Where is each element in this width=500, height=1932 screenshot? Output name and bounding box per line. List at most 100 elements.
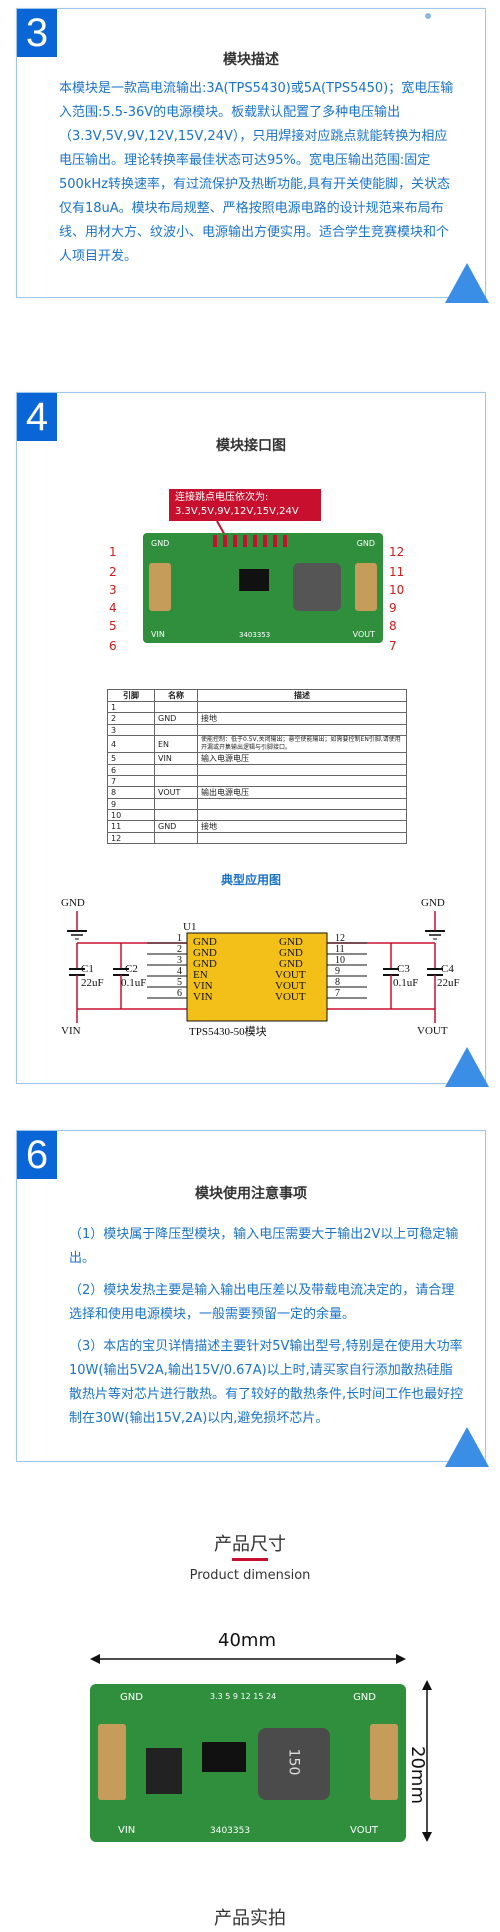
chip-pin-right: GND [279, 947, 303, 959]
table-header: 名称 [154, 689, 198, 702]
pin-number: 2 [109, 565, 117, 579]
pin-number: 9 [389, 601, 397, 615]
table-row: 6 [107, 764, 407, 776]
cell: 使能控制：低于0.5V,关闭输出；悬空使能输出；如需要控制EN引脚,请使用开漏或… [197, 735, 407, 753]
pcb-gnd-right: GND [356, 539, 375, 548]
pcb-gnd-left: GND [120, 1692, 143, 1703]
corner-triangle-icon [445, 263, 489, 303]
chip-pin-left: EN [193, 969, 208, 981]
pcb-vout: VOUT [352, 630, 375, 639]
cell: 2 [107, 712, 155, 725]
decor-dot [425, 13, 431, 19]
cell: 3 [107, 724, 155, 736]
pcb-gnd-left: GND [151, 539, 170, 548]
cell [197, 775, 407, 787]
dimension-title-en: Product dimension [189, 1568, 311, 1583]
vin-label: VIN [61, 1025, 81, 1037]
jumper-note-line1: 连接跳点电压依次为: [175, 492, 269, 503]
chip-pin-number: 10 [335, 955, 345, 966]
section-paragraph: 本模块是一款高电流输出:3A(TPS5430)或5A(TPS5450)；宽电压输… [59, 81, 454, 264]
c1-value: 22uF [81, 977, 104, 989]
chip-pin-left: GND [193, 958, 217, 970]
corner-triangle-icon [445, 1047, 489, 1087]
section-number: 4 [17, 393, 57, 441]
section-title: 模块使用注意事项 [195, 1186, 307, 1202]
table-row: 9 [107, 798, 407, 810]
cell [154, 798, 198, 810]
jumper-note-line2: 3.3V,5V,9V,12V,15V,24V [175, 506, 299, 517]
u1-label: U1 [183, 921, 197, 933]
cell: 10 [107, 809, 155, 821]
width-label: 40mm [218, 1630, 276, 1651]
chip-pin-right: GND [279, 936, 303, 948]
cell: GND [154, 820, 198, 833]
schematic-diagram [67, 911, 445, 1023]
pcb-serial: 3403353 [210, 1826, 251, 1836]
cell: 接地 [197, 712, 407, 725]
cell: 输出电源电压 [197, 786, 407, 799]
cell: 4 [107, 735, 155, 753]
pcb-serial: 3403353 [239, 631, 271, 639]
section-title: 模块接口图 [216, 438, 286, 454]
cell [197, 809, 407, 821]
dimension-underline [232, 1558, 268, 1561]
capacitor-right [370, 1724, 398, 1800]
section-number: 3 [17, 9, 57, 57]
inductor: 150 [258, 1728, 330, 1800]
chip-pin-right: VOUT [275, 991, 306, 1003]
cell [154, 775, 198, 787]
cell: 9 [107, 798, 155, 810]
cell: 5 [107, 752, 155, 765]
chip-pin-number: 6 [177, 988, 182, 999]
cell: GND [154, 712, 198, 725]
pin-number: 11 [389, 565, 405, 579]
chip-pin-number: 4 [177, 966, 182, 977]
gnd-left-label: GND [61, 897, 85, 909]
pin-number: 8 [389, 619, 397, 633]
table-row: 3 [107, 724, 407, 736]
gnd-right-label: GND [421, 897, 445, 909]
pcb-jumpers: 3.3 5 9 12 15 24 [210, 1692, 277, 1701]
c2-label: C2 [125, 963, 138, 975]
chip-pin-right: VOUT [275, 980, 306, 992]
cell [197, 832, 407, 844]
chip-pin-right: GND [279, 958, 303, 970]
cell: 7 [107, 775, 155, 787]
table-row: 7 [107, 775, 407, 787]
c4-label: C4 [441, 963, 454, 975]
notice-item-2: （2）模块发热主要是输入输出电压差以及带载电流决定的，请合理选择和使用电源模块，… [69, 1283, 455, 1322]
c1-label: C1 [81, 963, 94, 975]
pcb-vout: VOUT [350, 1825, 378, 1836]
module-pcb-image: GND GND VIN VOUT 3403353 [143, 533, 383, 643]
diode [146, 1748, 182, 1794]
cell [197, 798, 407, 810]
pin-number: 4 [109, 601, 117, 615]
table-row: 10 [107, 809, 407, 821]
chip-name: TPS5430-50模块 [189, 1026, 267, 1038]
typical-title: 典型应用图 [220, 873, 281, 887]
cell: 6 [107, 764, 155, 776]
table-row: 1 [107, 701, 407, 713]
chip-pin-number: 5 [177, 977, 182, 988]
c4-value: 22uF [437, 977, 460, 989]
pin-number: 6 [109, 639, 117, 653]
pin-number: 1 [109, 545, 117, 559]
table-header: 引脚 [107, 689, 155, 702]
pcb-vin: VIN [151, 630, 165, 639]
height-arrow-icon [422, 1680, 432, 1842]
cell [197, 701, 407, 713]
inductor-label: 150 [285, 1748, 302, 1776]
chip-pin-right: VOUT [275, 969, 306, 981]
pcb-gnd-right: GND [353, 1692, 376, 1703]
inductor [293, 563, 341, 611]
cell: 8 [107, 786, 155, 799]
cell [154, 832, 198, 844]
chip-pin-left: VIN [193, 980, 213, 992]
chip-pin-number: 1 [177, 933, 182, 944]
cell [197, 764, 407, 776]
cell [154, 701, 198, 713]
